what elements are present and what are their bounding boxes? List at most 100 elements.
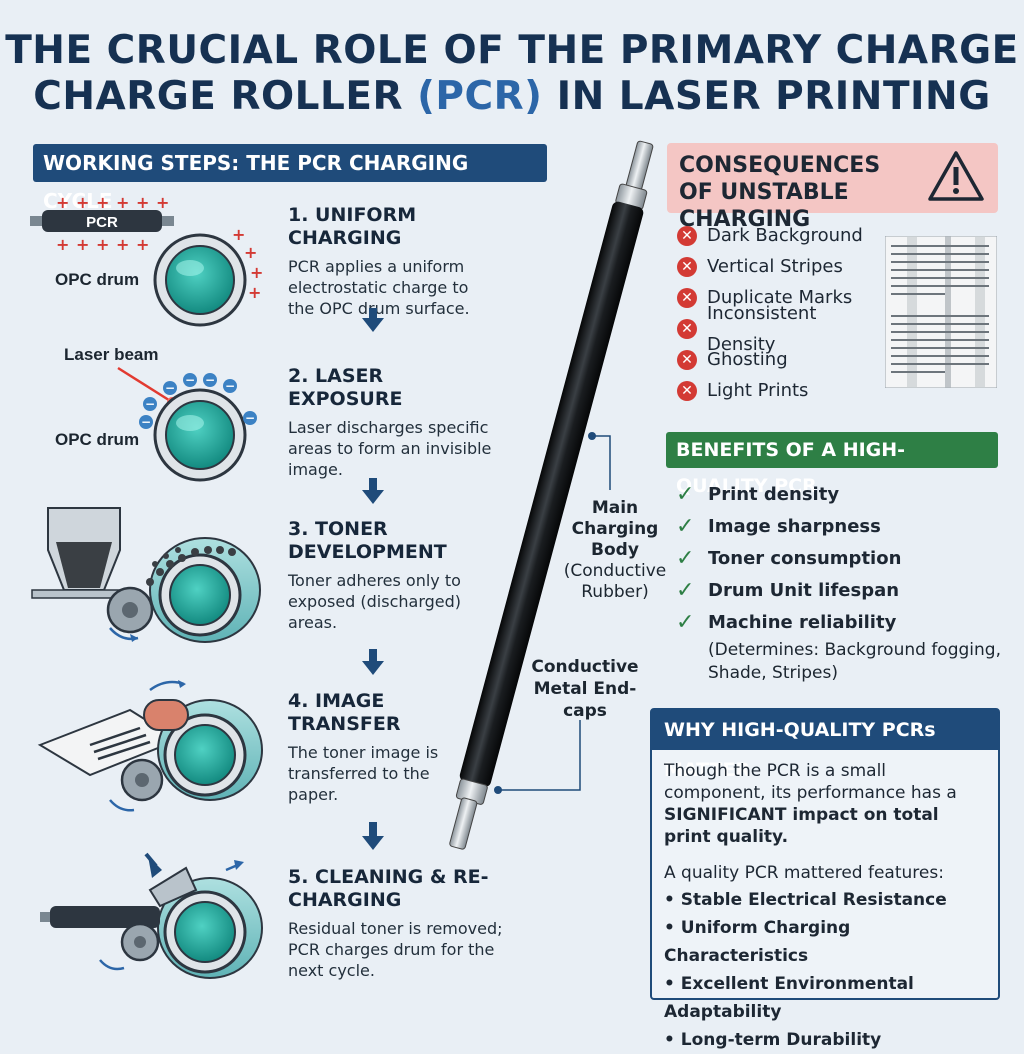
- svg-text:−: −: [225, 379, 235, 393]
- benefit-item: ✓Drum Unit lifespan: [676, 575, 1006, 607]
- svg-text:+: +: [56, 235, 69, 254]
- why-features-intro: A quality PCR mattered features:: [664, 863, 944, 883]
- benefit-item: ✓Print density: [676, 479, 1006, 511]
- svg-text:+: +: [56, 193, 69, 212]
- benefit-item: ✓Toner consumption: [676, 543, 1006, 575]
- svg-text:+: +: [232, 225, 245, 244]
- svg-text:+: +: [96, 193, 109, 212]
- svg-text:+: +: [96, 235, 109, 254]
- main-body-label: Main Charging Body: [571, 498, 659, 560]
- step-5: 5. CLEANING & RE-CHARGING Residual toner…: [288, 866, 518, 981]
- benefits-list: ✓Print density ✓Image sharpness ✓Toner c…: [676, 479, 1006, 685]
- warning-icon: [928, 151, 984, 201]
- x-icon: ✕: [677, 287, 697, 308]
- step4-illustration: [37, 680, 263, 812]
- x-icon: ✕: [677, 349, 697, 370]
- down-arrow-icon: [362, 661, 384, 675]
- consequence-item: ✕Light Prints: [677, 375, 887, 406]
- svg-text:+: +: [136, 235, 149, 254]
- cleaning-blade: [148, 866, 198, 908]
- transfer-roller: [143, 699, 189, 731]
- step-5-desc: Residual toner is removed; PCR charges d…: [288, 919, 503, 980]
- step-2: 2. LASER EXPOSURE Laser discharges speci…: [288, 365, 498, 480]
- svg-text:+: +: [248, 283, 261, 302]
- benefits-note: (Determines: Background fogging, Shade, …: [708, 640, 1001, 683]
- step-1-desc: PCR applies a uniform electrostatic char…: [288, 257, 470, 318]
- svg-text:−: −: [205, 373, 215, 387]
- main-body-callout: Main Charging Body (Conductive Rubber): [560, 498, 670, 603]
- feature-item: • Excellent Environmental Adaptability: [664, 974, 914, 1022]
- opc-drum-label-2: OPC drum: [55, 430, 139, 449]
- defective-print-sample: [885, 236, 997, 388]
- step-3-title: 3. TONER DEVELOPMENT: [288, 518, 447, 563]
- consequence-item: ✕Vertical Stripes: [677, 251, 887, 282]
- laser-beam-label: Laser beam: [64, 345, 159, 364]
- step3-illustration: [31, 507, 261, 643]
- svg-text:+: +: [116, 193, 129, 212]
- x-icon: ✕: [677, 380, 697, 401]
- svg-text:+: +: [244, 243, 257, 262]
- step1-illustration: PCR ++++++ +++++ ++++ OPC drum: [30, 193, 263, 327]
- process-illustrations: PCR ++++++ +++++ ++++ OPC drum Laser bea…: [30, 193, 263, 979]
- svg-text:−: −: [141, 415, 151, 429]
- svg-text:−: −: [245, 411, 255, 425]
- consequence-item: ✕Inconsistent Density: [677, 303, 887, 355]
- pcr-roller-small: [42, 210, 162, 232]
- step2-illustration: Laser beam −−−− −−− OPC drum: [55, 345, 257, 482]
- why-title: WHY HIGH-QUALITY PCRs MATTER: [652, 710, 998, 781]
- benefit-item: ✓Machine reliability: [676, 607, 1006, 639]
- consequence-item: ✕Dark Background: [677, 220, 887, 251]
- steps-header: WORKING STEPS: THE PCR CHARGING CYCLE: [33, 144, 547, 213]
- svg-text:+: +: [76, 193, 89, 212]
- consequence-item: ✕Duplicate Marks: [677, 282, 887, 313]
- svg-text:+: +: [136, 193, 149, 212]
- step-3-desc: Toner adheres only to exposed (discharge…: [288, 571, 462, 632]
- title-line-2: CHARGE ROLLER (PCR) IN LASER PRINTING: [33, 74, 991, 119]
- check-icon: ✓: [676, 482, 695, 507]
- pcr-label: PCR: [86, 214, 118, 231]
- svg-text:−: −: [165, 381, 175, 395]
- laser-beam: [117, 366, 173, 404]
- charging-body: [459, 201, 644, 787]
- down-arrow-icon: [362, 836, 384, 850]
- step-1-title: 1. UNIFORM CHARGING: [288, 204, 417, 249]
- step-4-title: 4. IMAGE TRANSFER: [288, 690, 401, 735]
- step5-illustration: [40, 852, 263, 979]
- why-features-list: • Stable Electrical Resistance • Uniform…: [652, 886, 998, 1054]
- consequences-title: CONSEQUENCES OF UNSTABLE CHARGING: [679, 153, 881, 232]
- step-3: 3. TONER DEVELOPMENT Toner adheres only …: [288, 518, 478, 633]
- title-line-1: THE CRUCIAL ROLE OF THE PRIMARY CHARGE: [5, 28, 1019, 73]
- svg-text:+: +: [76, 235, 89, 254]
- pcr-roller-illustration: [449, 140, 654, 850]
- feature-item: • Stable Electrical Resistance: [664, 890, 947, 910]
- step-5-title: 5. CLEANING & RE-CHARGING: [288, 866, 489, 911]
- feature-item: • Long-term Durability: [664, 1030, 882, 1050]
- consequences-header: CONSEQUENCES OF UNSTABLE CHARGING: [667, 143, 998, 232]
- down-arrow-icon: [362, 490, 384, 504]
- why-paragraph: Though the PCR is a small component, its…: [664, 761, 957, 847]
- x-icon: ✕: [677, 256, 697, 277]
- main-body-sublabel: (Conductive Rubber): [563, 561, 667, 602]
- svg-text:+: +: [156, 193, 169, 212]
- benefit-item: ✓Image sharpness: [676, 511, 1006, 543]
- end-cap-bottom: [449, 797, 478, 850]
- step-1: 1. UNIFORM CHARGING PCR applies a unifor…: [288, 204, 498, 319]
- svg-text:+: +: [250, 263, 263, 282]
- step-4-desc: The toner image is transferred to the pa…: [288, 743, 439, 804]
- svg-text:−: −: [185, 373, 195, 387]
- check-icon: ✓: [676, 610, 695, 635]
- svg-text:+: +: [116, 235, 129, 254]
- step-2-title: 2. LASER EXPOSURE: [288, 365, 403, 410]
- check-icon: ✓: [676, 578, 695, 603]
- benefits-header: BENEFITS OF A HIGH-QUALITY PCR: [666, 432, 998, 497]
- page-title: THE CRUCIAL ROLE OF THE PRIMARY CHARGE C…: [0, 28, 1024, 120]
- x-icon: ✕: [677, 225, 697, 246]
- why-box: WHY HIGH-QUALITY PCRs MATTER Though the …: [650, 708, 1000, 1050]
- step-4: 4. IMAGE TRANSFER The toner image is tra…: [288, 690, 448, 805]
- feature-item: • Uniform Charging Characteristics: [664, 918, 851, 966]
- svg-text:−: −: [145, 397, 155, 411]
- x-icon: ✕: [677, 318, 697, 339]
- check-icon: ✓: [676, 546, 695, 571]
- end-caps-label: Conductive Metal End-caps: [531, 657, 639, 721]
- consequence-item: ✕Ghosting: [677, 344, 887, 375]
